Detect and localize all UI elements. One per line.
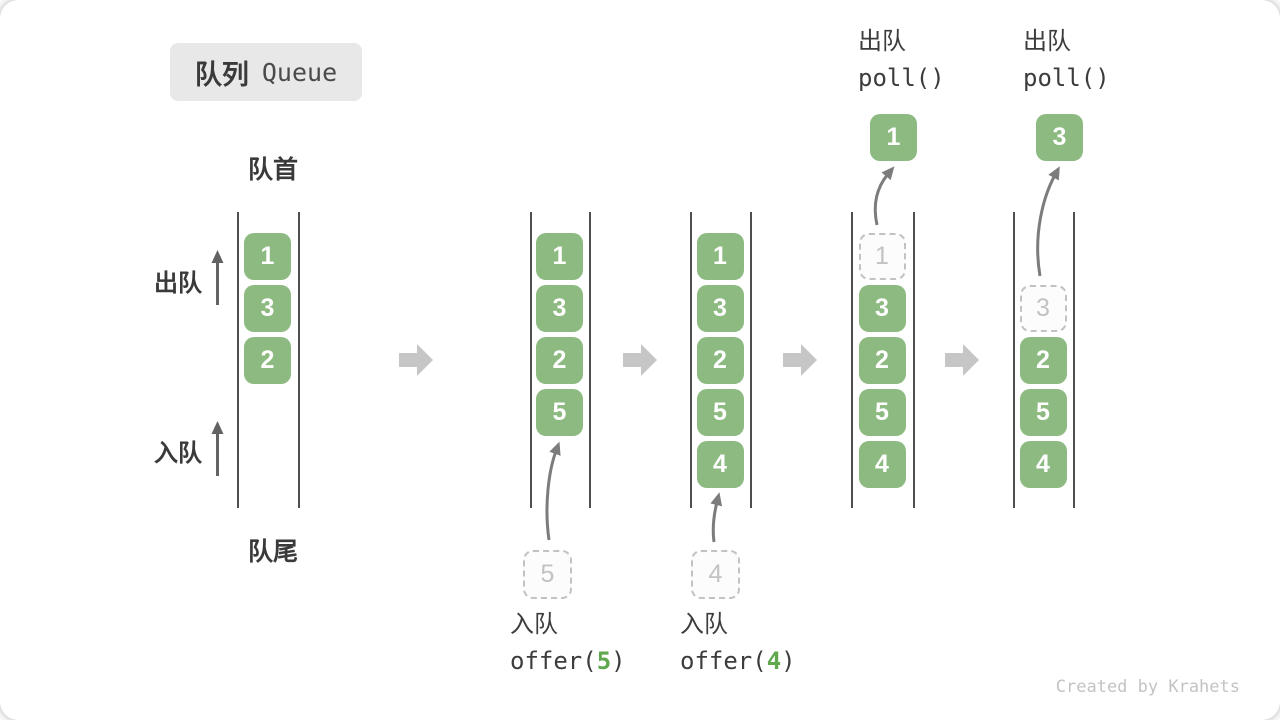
op-code: offer(4) — [680, 647, 796, 675]
state-4-slot-1-ghost: 1 — [858, 233, 906, 280]
state-5-slot-3: 2 — [1019, 337, 1067, 384]
state-1-wall-right — [298, 212, 300, 508]
state-2-slot-3: 2 — [536, 337, 583, 384]
state-transition-arrow-1 — [399, 344, 433, 376]
state-2-slot-4: 5 — [536, 389, 583, 436]
state-3-wall-left — [690, 212, 692, 508]
op-label: 入队 — [680, 611, 728, 638]
state-1-slot-2: 3 — [244, 285, 291, 332]
dequeue-3-arrow — [1036, 166, 1060, 277]
op-dequeue-1: 出队 poll() — [858, 28, 945, 93]
op-label: 入队 — [510, 611, 558, 638]
state-5-slot-4: 5 — [1019, 389, 1067, 436]
state-transition-arrow-4 — [945, 344, 979, 376]
state-2-wall-left — [530, 212, 532, 508]
op-enqueue-4: 入队 offer(4) — [680, 611, 796, 676]
state-4-wall-right — [913, 212, 915, 508]
state-2-slot-1: 1 — [536, 233, 583, 280]
state-5-wall-left — [1013, 212, 1015, 508]
op-enqueue-5: 入队 offer(5) — [510, 611, 626, 676]
state-3-slot-1: 1 — [696, 233, 744, 280]
enqueue-4-arrow — [710, 492, 723, 543]
state-1-slot-3: 2 — [244, 337, 291, 384]
title-zh: 队列 — [194, 59, 249, 90]
state-transition-arrow-3 — [783, 344, 817, 376]
op-code: poll() — [1023, 64, 1110, 92]
state-4-slot-4: 5 — [858, 389, 906, 436]
state-3-wall-right — [750, 212, 752, 508]
enqueue-5-arrow — [545, 441, 561, 541]
state-5-wall-right — [1073, 212, 1075, 508]
state-3-slot-2: 3 — [696, 285, 744, 332]
state-5-slot-5: 4 — [1019, 441, 1067, 488]
title-en: Queue — [261, 57, 338, 87]
dequeue-side-label: 出队 — [154, 270, 202, 297]
state-3-slot-4: 5 — [696, 389, 744, 436]
state-3-slot-3: 2 — [696, 337, 744, 384]
state-transition-arrow-2 — [623, 344, 657, 376]
watermark: Created by Krahets — [1055, 677, 1240, 697]
op-code: poll() — [858, 64, 945, 92]
enqueue-side-label: 入队 — [154, 440, 202, 467]
state-4-wall-left — [851, 212, 853, 508]
state-5-popped-value: 3 — [1036, 114, 1083, 161]
op-label: 出队 — [858, 28, 906, 55]
state-2-pending-value: 5 — [523, 550, 572, 599]
op-code-arg: 4 — [766, 647, 782, 675]
op-code-arg: 5 — [596, 647, 612, 675]
state-4-slot-3: 2 — [858, 337, 906, 384]
state-1-wall-left — [237, 212, 239, 508]
state-3-slot-5: 4 — [696, 441, 744, 488]
op-label: 出队 — [1023, 28, 1071, 55]
queue-rear-label: 队尾 — [247, 538, 298, 566]
queue-front-label: 队首 — [247, 156, 298, 184]
op-dequeue-3: 出队 poll() — [1023, 28, 1110, 93]
state-5-slot-2-ghost: 3 — [1019, 285, 1067, 332]
state-4-slot-2: 3 — [858, 285, 906, 332]
op-code: offer(5) — [510, 647, 626, 675]
state-1-slot-1: 1 — [244, 233, 291, 280]
state-3-pending-value: 4 — [691, 550, 740, 599]
state-2-wall-right — [589, 212, 591, 508]
state-4-slot-5: 4 — [858, 441, 906, 488]
dequeue-1-arrow — [873, 166, 895, 226]
state-4-popped-value: 1 — [870, 114, 917, 161]
state-2-slot-2: 3 — [536, 285, 583, 332]
title-box: 队列 Queue — [170, 43, 362, 101]
